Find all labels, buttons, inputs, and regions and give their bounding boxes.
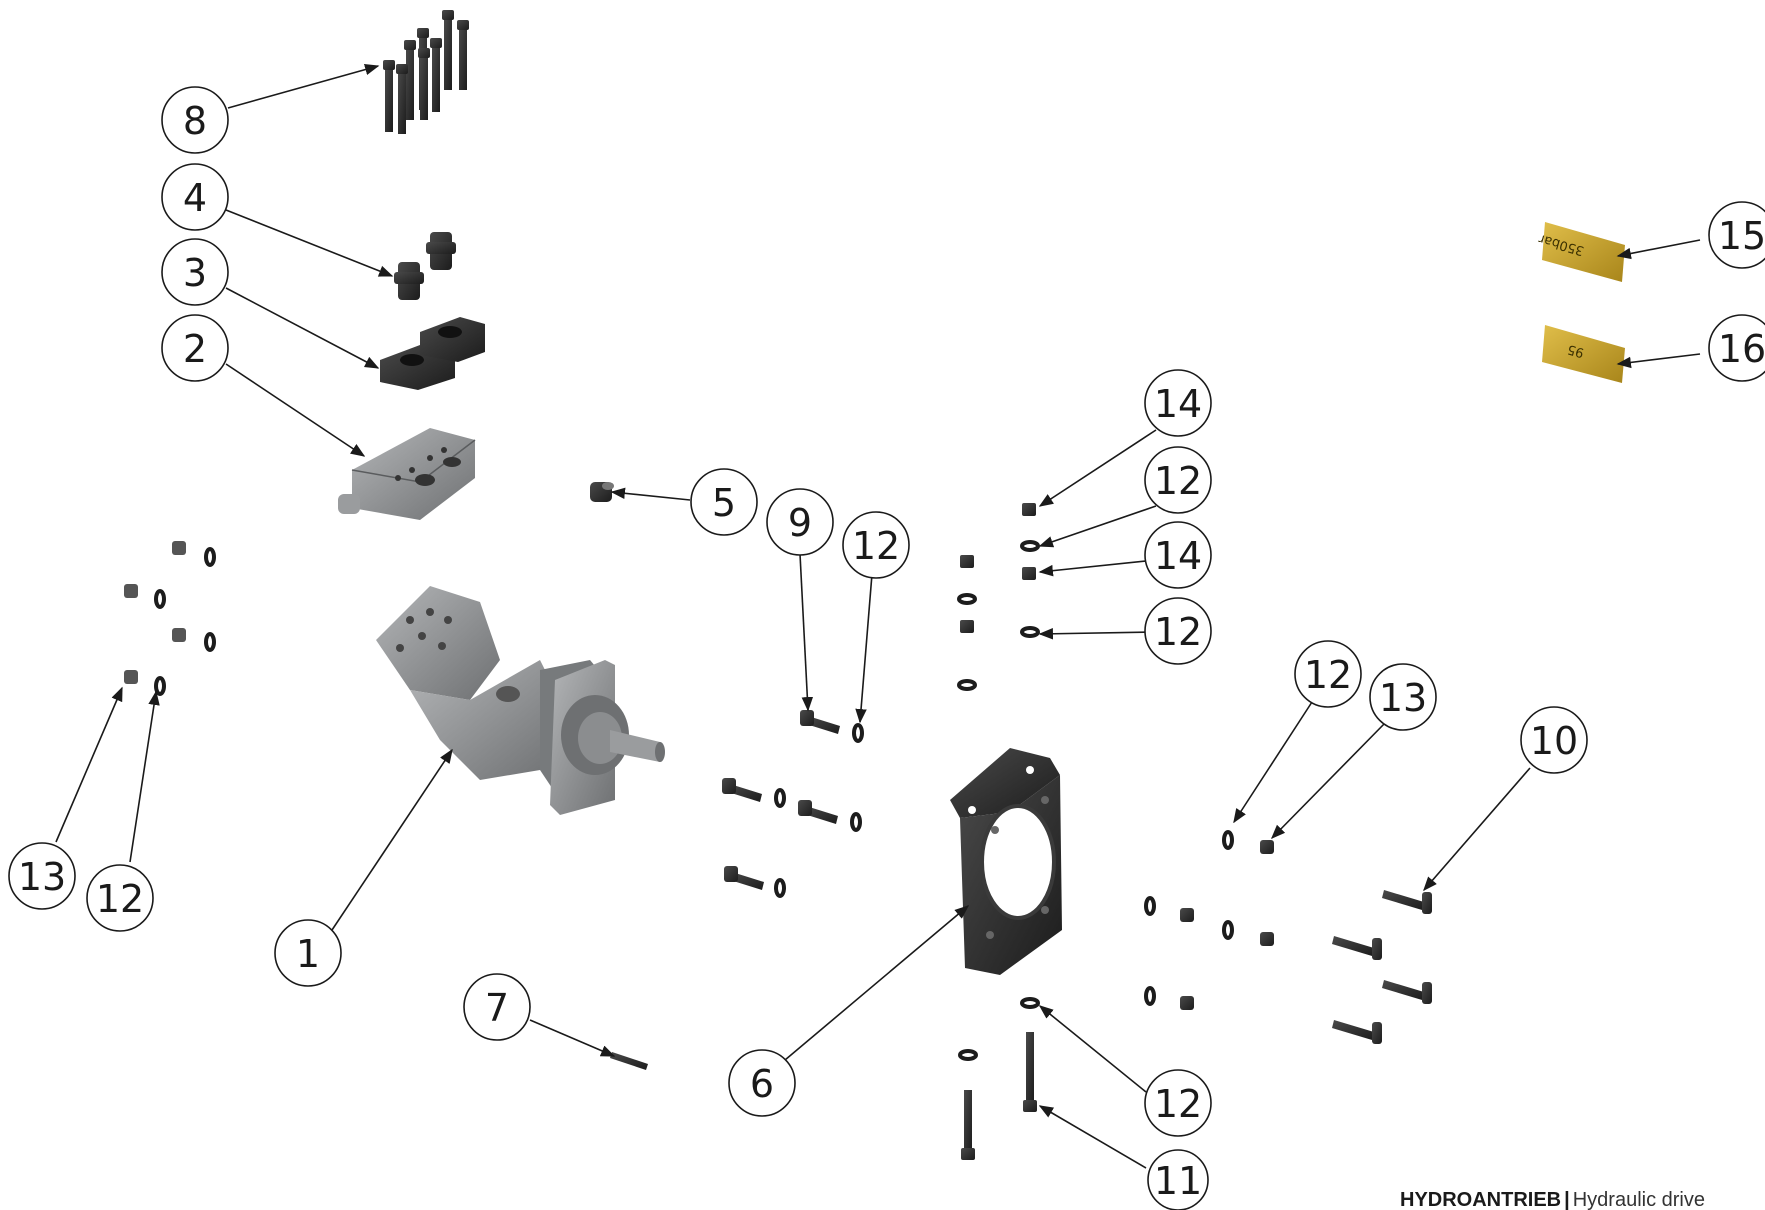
part-16-nameplate: 95 xyxy=(1542,325,1625,383)
leader-13-b xyxy=(1270,721,1387,840)
callout-12-c: 12 xyxy=(1294,640,1362,708)
callout-14-a: 14 xyxy=(1144,369,1212,437)
leader-8 xyxy=(227,63,380,109)
leader-3 xyxy=(225,287,380,369)
callout-12-d: 12 xyxy=(1144,1069,1212,1137)
leader-1 xyxy=(331,748,453,931)
svg-text:5: 5 xyxy=(712,481,736,525)
svg-text:7: 7 xyxy=(485,986,509,1030)
callout-8: 8 xyxy=(161,86,229,154)
plate-16-text: 95 xyxy=(1566,341,1586,360)
callout-7: 7 xyxy=(463,973,531,1041)
leader-12-d xyxy=(1038,1005,1147,1093)
callout-13-b: 13 xyxy=(1369,663,1437,731)
svg-text:14: 14 xyxy=(1154,534,1202,578)
leader-12-a xyxy=(1038,505,1157,548)
callout-15: 15 xyxy=(1708,201,1765,269)
callout-16: 16 xyxy=(1708,314,1765,382)
callout-12-mid: 12 xyxy=(842,511,910,579)
callout-3: 3 xyxy=(161,238,229,306)
part-12-washers-right xyxy=(1144,830,1234,1006)
callout-1: 1 xyxy=(274,919,342,987)
callout-10: 10 xyxy=(1520,706,1588,774)
svg-text:15: 15 xyxy=(1718,214,1765,258)
leader-4 xyxy=(225,209,394,277)
svg-text:6: 6 xyxy=(750,1062,774,1106)
footer-separator: | xyxy=(1564,1190,1570,1210)
part-12-washers-mid xyxy=(774,723,864,898)
leader-9 xyxy=(799,553,814,712)
leader-16 xyxy=(1616,353,1701,369)
leader-10 xyxy=(1423,767,1531,892)
part-12-washers-left xyxy=(154,547,216,696)
part-5-plug xyxy=(590,482,614,502)
callout-6: 6 xyxy=(728,1049,796,1117)
callout-9: 9 xyxy=(766,488,834,556)
callout-12-e: 12 xyxy=(86,864,154,932)
leader-13-a xyxy=(55,686,123,843)
leader-2 xyxy=(225,363,366,457)
callout-11: 11 xyxy=(1147,1149,1209,1210)
svg-text:16: 16 xyxy=(1718,327,1765,371)
callout-4: 4 xyxy=(161,163,229,231)
part-13-nuts-left xyxy=(124,541,186,684)
svg-text:4: 4 xyxy=(183,176,207,220)
callout-13-a: 13 xyxy=(8,842,76,910)
leader-5 xyxy=(610,487,691,501)
svg-text:13: 13 xyxy=(18,855,66,899)
part-1-hydraulic-motor xyxy=(376,586,665,815)
svg-text:8: 8 xyxy=(183,99,207,143)
svg-text:9: 9 xyxy=(788,501,812,545)
svg-text:12: 12 xyxy=(852,524,900,568)
callouts: 8 4 3 2 5 9 12 14 12 14 12 12 13 10 15 1… xyxy=(8,86,1765,1210)
leader-7 xyxy=(529,1019,616,1057)
callout-2: 2 xyxy=(161,314,229,382)
part-3-flanges xyxy=(380,317,485,390)
leader-12-mid xyxy=(855,573,873,724)
callout-5: 5 xyxy=(690,468,758,536)
svg-text:12: 12 xyxy=(96,877,144,921)
part-15-nameplate: 350bar xyxy=(1537,222,1625,282)
leader-14-a xyxy=(1038,429,1157,507)
svg-text:3: 3 xyxy=(183,251,207,295)
part-11-bolts xyxy=(961,1032,1037,1160)
part-6-bracket xyxy=(950,748,1062,975)
callout-12-b: 12 xyxy=(1144,597,1212,665)
leader-12-e xyxy=(129,690,160,863)
svg-text:10: 10 xyxy=(1530,719,1578,763)
leader-12-b xyxy=(1038,628,1157,640)
parts-layer: 350bar 95 xyxy=(124,10,1625,1160)
callout-12-a: 12 xyxy=(1144,446,1212,514)
svg-text:11: 11 xyxy=(1154,1159,1202,1203)
part-9-bolts xyxy=(722,710,840,890)
svg-text:12: 12 xyxy=(1154,459,1202,503)
part-12-washers-lower xyxy=(958,997,1040,1061)
footer-brand: HYDROANTRIEB xyxy=(1400,1190,1562,1210)
svg-text:13: 13 xyxy=(1379,676,1427,720)
part-13-nuts-right xyxy=(1180,840,1274,1010)
leader-lines xyxy=(55,63,1701,1169)
svg-text:12: 12 xyxy=(1154,1082,1202,1126)
svg-text:12: 12 xyxy=(1304,653,1352,697)
callout-14-b: 14 xyxy=(1144,521,1212,589)
part-14-nuts xyxy=(960,503,1036,633)
leader-15 xyxy=(1616,239,1701,260)
part-10-bolts xyxy=(1332,890,1432,1044)
leader-12-c xyxy=(1233,701,1313,824)
footer-caption: HYDROANTRIEB|Hydraulic drive xyxy=(1400,1190,1765,1210)
part-12-washers-upper xyxy=(957,540,1040,691)
svg-text:2: 2 xyxy=(183,327,207,371)
leader-14-b xyxy=(1038,559,1157,577)
svg-text:12: 12 xyxy=(1154,610,1202,654)
part-2-valve-block xyxy=(338,428,476,520)
svg-text:1: 1 xyxy=(296,932,320,976)
part-8-bolts xyxy=(383,10,469,134)
part-4-fittings xyxy=(394,232,456,300)
footer-subtitle: Hydraulic drive xyxy=(1572,1190,1705,1210)
leader-6 xyxy=(784,905,970,1061)
part-7-pin xyxy=(610,1052,648,1070)
leader-11 xyxy=(1038,1105,1147,1169)
svg-text:14: 14 xyxy=(1154,382,1202,426)
